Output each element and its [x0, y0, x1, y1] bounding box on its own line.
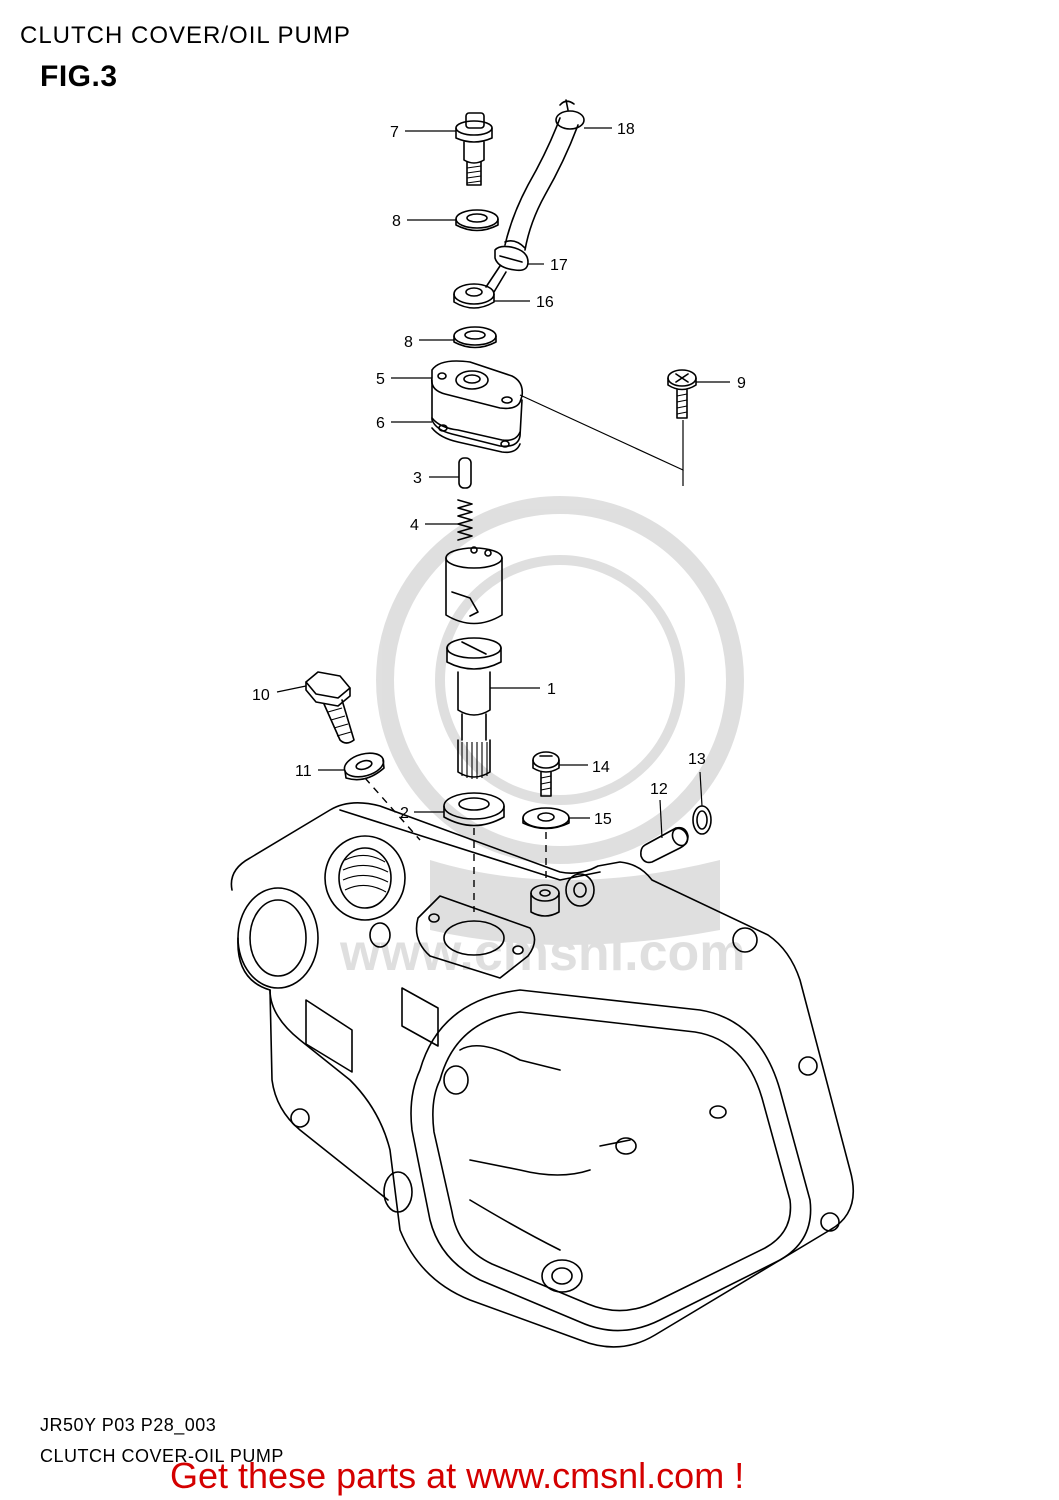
- callout-10: 10: [252, 687, 270, 704]
- callout-15: 15: [594, 811, 612, 828]
- diagram-code: JR50Y P03 P28_003: [40, 1415, 217, 1435]
- part-4-spring: [457, 499, 473, 541]
- buy-parts-link[interactable]: Get these parts at www.cmsnl.com !: [170, 1455, 745, 1496]
- callout-5: 5: [376, 371, 385, 388]
- part-11-washer: [343, 752, 385, 781]
- part-12-dowel-pin: [640, 826, 689, 864]
- part-9-screw: [667, 369, 697, 419]
- part-1-pump-shaft-gear: [446, 637, 502, 779]
- callout-18: 18: [617, 121, 635, 138]
- callout-8-lower: 8: [404, 334, 413, 351]
- part-17-hose-clamp: [494, 245, 529, 272]
- part-8-washer-upper: [455, 209, 499, 232]
- callout-14: 14: [592, 759, 610, 776]
- leader-10: [276, 685, 307, 693]
- part-3-pin: [458, 457, 472, 489]
- watermark-text: www.cmsnl.com: [339, 924, 746, 982]
- callout-13: 13: [688, 751, 706, 768]
- leader-12: [659, 799, 663, 839]
- part-8-washer-lower: [453, 326, 497, 349]
- part-18-oil-hose: [504, 99, 585, 251]
- part-6-pump-gasket-body: [431, 379, 523, 454]
- callout-11: 11: [295, 763, 312, 780]
- figure-number: FIG.3: [40, 60, 118, 93]
- part-14-screw: [532, 751, 560, 797]
- part-5-pump-cover: [430, 360, 524, 410]
- part-2-oil-seal: [443, 792, 505, 827]
- screw-9-assembly-line: [519, 394, 684, 471]
- diagram-caption: CLUTCH COVER-OIL PUMP: [40, 1446, 284, 1466]
- callout-6: 6: [376, 415, 385, 432]
- callout-9: 9: [737, 375, 746, 392]
- part-15-washer: [522, 807, 570, 830]
- callout-12: 12: [650, 781, 668, 798]
- part-7-banjo-bolt: [455, 112, 493, 186]
- leader-13: [699, 771, 703, 807]
- callout-7: 7: [390, 124, 399, 141]
- clutch-cover-housing: [230, 802, 854, 1348]
- pump-plunger-cam: [445, 546, 503, 625]
- callout-4: 4: [410, 517, 419, 534]
- callout-17: 17: [550, 257, 568, 274]
- assembly-line-bolt: [364, 777, 421, 841]
- callout-1: 1: [547, 681, 556, 698]
- callout-3: 3: [413, 470, 422, 487]
- page-title: CLUTCH COVER/OIL PUMP: [20, 22, 351, 49]
- callout-2: 2: [400, 805, 409, 822]
- part-13-o-ring: [692, 805, 712, 835]
- callout-16: 16: [536, 294, 554, 311]
- part-10-bolt: [305, 671, 355, 744]
- callout-8-upper: 8: [392, 213, 401, 230]
- watermark-logo: www.cmsnl.com: [339, 496, 746, 982]
- part-16-banjo-fitting: [453, 265, 507, 309]
